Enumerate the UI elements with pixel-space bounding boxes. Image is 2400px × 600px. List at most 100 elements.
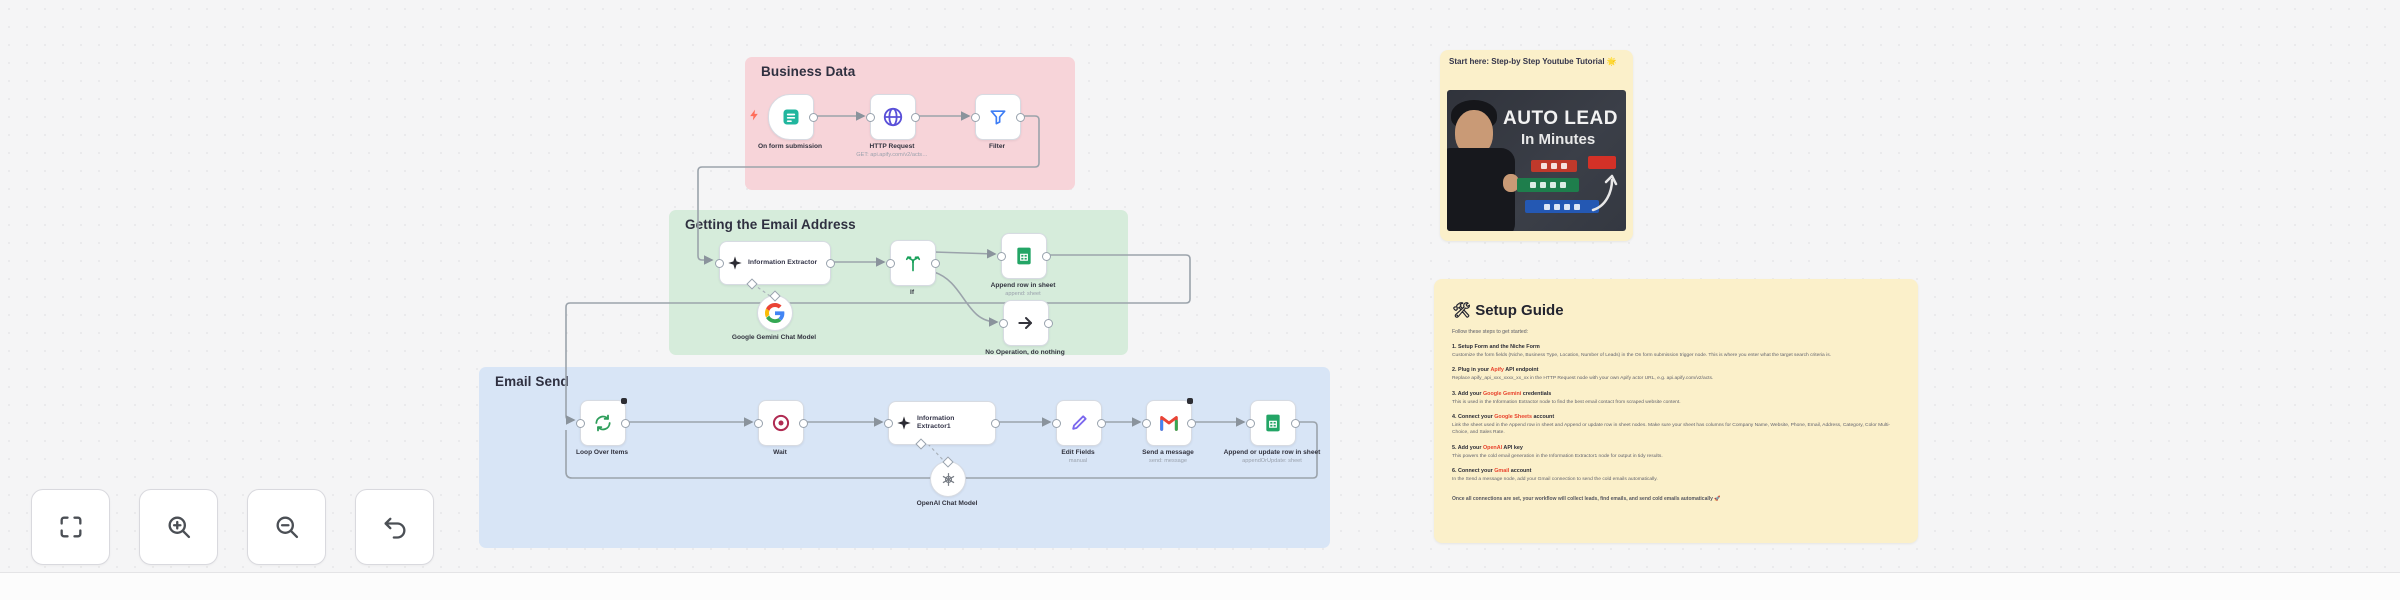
output-port[interactable]: [621, 419, 630, 428]
input-port[interactable]: [754, 419, 763, 428]
setup-guide-note[interactable]: 🛠 Setup Guide Follow these steps to get …: [1434, 279, 1918, 543]
group-title: Getting the Email Address: [685, 217, 856, 232]
fit-view-button[interactable]: [31, 489, 110, 565]
arrow-right-icon: [1016, 313, 1036, 333]
setup-step-heading-post: API endpoint: [1503, 367, 1539, 374]
input-port[interactable]: [999, 319, 1008, 328]
input-port[interactable]: [715, 259, 724, 268]
input-port[interactable]: [1246, 419, 1255, 428]
node-information-extractor1[interactable]: Information Extractor1: [884, 401, 1000, 450]
setup-step-heading-post: account: [1531, 414, 1555, 421]
node-no-operation[interactable]: [999, 300, 1053, 346]
output-port[interactable]: [991, 419, 1000, 428]
node-append-or-update-row-in-sheet[interactable]: [1246, 400, 1300, 446]
setup-step-heading: 1. Setup Form and the Niche Form: [1452, 344, 1892, 350]
node-send-a-message[interactable]: [1142, 398, 1196, 446]
node-filter[interactable]: [971, 94, 1025, 140]
setup-step-heading: 4. Connect your Google Sheets account: [1452, 414, 1892, 420]
undo-button[interactable]: [355, 489, 434, 565]
node-label-text: Google Gemini Chat Model: [731, 334, 817, 341]
youtube-note[interactable]: Start here: Step-by Step Youtube Tutoria…: [1440, 50, 1633, 241]
setup-step-heading-pre: 6. Connect your: [1452, 468, 1495, 475]
node-edit-fields[interactable]: [1052, 400, 1106, 446]
output-port[interactable]: [1016, 113, 1025, 122]
node-if[interactable]: [886, 240, 940, 286]
node-label-text: Filter: [988, 143, 1006, 150]
filter-icon: [988, 107, 1008, 127]
node-inline-label: Information Extractor1: [917, 414, 955, 430]
youtube-thumbnail[interactable]: AUTO LEAD In Minutes: [1447, 90, 1626, 231]
thumbnail-thumbs-up: [1503, 174, 1519, 192]
input-port[interactable]: [1142, 419, 1151, 428]
setup-step-heading: 3. Add your Google Gemini credentials: [1452, 391, 1892, 397]
output-port[interactable]: [1187, 419, 1196, 428]
setup-step-heading-colored: Google Sheets: [1494, 414, 1532, 421]
output-port[interactable]: [1042, 252, 1051, 261]
output-port[interactable]: [911, 113, 920, 122]
pencil-icon: [1069, 413, 1089, 433]
input-port[interactable]: [866, 113, 875, 122]
node-google-gemini-chat-model[interactable]: [757, 290, 793, 331]
node-sublabel-text: send: message: [1149, 458, 1187, 465]
setup-step-heading-pre: 5. Add your: [1452, 444, 1483, 451]
zoom-in-button[interactable]: [139, 489, 218, 565]
node-label: Loop Over Items: [532, 449, 672, 457]
node-label-text: On form submission: [757, 143, 823, 150]
setup-step-body: Replace apify_api_xxx_xxxx_xx_xx in the …: [1452, 376, 1714, 382]
node-label-text: Loop Over Items: [575, 449, 629, 456]
thumbnail-title-line2: In Minutes: [1521, 131, 1596, 148]
node-label-text: Send a message: [1142, 449, 1194, 456]
node-loop-over-items[interactable]: [576, 398, 630, 446]
input-port[interactable]: [576, 419, 585, 428]
thumbnail-person-body: [1447, 148, 1515, 231]
pinned-data-badge: [1187, 398, 1193, 404]
node-sublabel-text: append: sheet: [1005, 291, 1041, 298]
setup-step-heading-post: credentials: [1521, 390, 1552, 397]
node-on-form-submission[interactable]: [768, 94, 818, 140]
output-port[interactable]: [799, 419, 808, 428]
setup-step-heading-post: API key: [1502, 444, 1523, 451]
form-trigger-icon: [781, 107, 801, 127]
input-port[interactable]: [997, 252, 1006, 261]
trigger-bolt-icon: [750, 109, 758, 121]
setup-step-heading-colored: Gmail: [1494, 468, 1510, 475]
setup-step-heading-pre: 1. Setup Form and the Niche Form: [1452, 344, 1540, 350]
output-port[interactable]: [809, 113, 818, 122]
node-label-text: If: [909, 289, 915, 296]
google-icon: [765, 303, 785, 323]
node-append-row-in-sheet[interactable]: [997, 233, 1051, 279]
input-port[interactable]: [886, 259, 895, 268]
node-label-text: Wait: [773, 449, 787, 456]
node-information-extractor[interactable]: Information Extractor: [715, 241, 835, 290]
edge: [697, 115, 1040, 265]
output-port[interactable]: [1097, 419, 1106, 428]
setup-step-body: This powers the cold email generation in…: [1452, 453, 1663, 459]
output-port[interactable]: [931, 259, 940, 268]
group-email-send[interactable]: Email Send: [479, 367, 1330, 548]
input-port[interactable]: [884, 419, 893, 428]
openai-icon: [940, 471, 957, 488]
input-port[interactable]: [971, 113, 980, 122]
group-title: Email Send: [495, 374, 569, 389]
output-port[interactable]: [1291, 419, 1300, 428]
node-label: No Operation, do nothing: [955, 349, 1095, 357]
node-label-text: Edit Fields: [1061, 449, 1095, 456]
setup-step-heading-colored: Apify: [1490, 367, 1504, 374]
output-port[interactable]: [826, 259, 835, 268]
globe-icon: [882, 106, 904, 128]
node-label: Google Gemini Chat Model: [704, 334, 844, 342]
branch-icon: [903, 253, 923, 273]
node-openai-chat-model[interactable]: [930, 456, 966, 497]
output-port[interactable]: [1044, 319, 1053, 328]
input-port[interactable]: [1052, 419, 1061, 428]
zoom-out-icon: [276, 516, 298, 539]
zoom-out-button[interactable]: [247, 489, 326, 565]
node-http-request[interactable]: [866, 94, 920, 140]
node-wait[interactable]: [754, 400, 808, 446]
thumbnail-arrow-icon: [1591, 174, 1618, 212]
